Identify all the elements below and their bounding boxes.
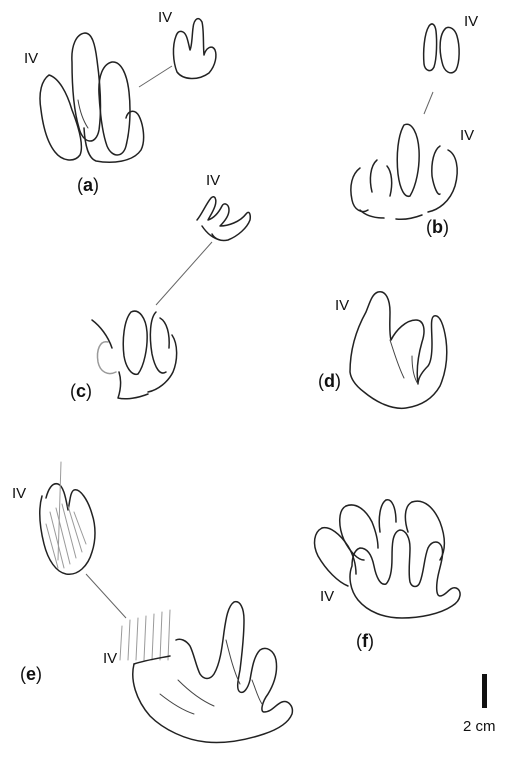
track-e-manus-hatch-6 <box>73 511 87 545</box>
digit-label-a-pes: IV <box>24 50 39 67</box>
track-f-pes-digit-4b <box>385 499 397 523</box>
track-e-manus-hatch-4 <box>61 503 77 559</box>
track-a-connector <box>138 65 173 88</box>
track-e-pes-crease-1 <box>177 679 215 707</box>
track-f-pes-digit-5 <box>404 501 413 533</box>
track-e-pes-hatch-1 <box>119 625 123 661</box>
panel-label-d-letter: d <box>324 371 335 391</box>
track-a-pes <box>39 32 145 163</box>
track-b-manus <box>422 23 460 74</box>
track-b-pes-digit-3b <box>386 165 393 197</box>
track-e-pes-hatch-4 <box>143 615 147 661</box>
track-d-pes-crease-1 <box>389 339 405 379</box>
track-d-pes-outline <box>349 291 448 410</box>
track-e-pes <box>119 600 294 744</box>
digit-label-a-manus: IV <box>158 9 173 26</box>
track-c-pes-shaded-digit <box>96 341 117 375</box>
track-a-manus <box>172 17 217 80</box>
track-e-pes-hatch-7 <box>167 609 171 661</box>
track-b-connector <box>423 91 434 115</box>
digit-label-d-pes: IV <box>335 297 350 314</box>
track-e-pes-hatch-5 <box>151 613 155 661</box>
track-e-pes-hatch-3 <box>135 617 139 661</box>
track-c-pes-digit-3 <box>122 310 148 376</box>
track-d-pes-crease-2 <box>411 355 419 385</box>
track-b-manus-digit-left <box>422 23 438 72</box>
panel-label-e: (e) <box>20 664 43 684</box>
track-e-pes-hatch-6 <box>159 611 163 661</box>
track-b-pes-digit-2 <box>350 167 369 213</box>
digit-label-b-manus: IV <box>464 13 479 30</box>
track-e-manus-hatch-7 <box>45 523 59 569</box>
track-e-pes-crease-3 <box>251 679 263 705</box>
track-f-pes-digit-3 <box>339 505 365 561</box>
panel-label-f-letter: f <box>362 631 368 651</box>
track-c-manus-lower <box>201 225 221 241</box>
track-b-pes <box>350 123 458 220</box>
track-c-pes-digit-4-right <box>159 317 170 349</box>
panel-label-a-letter: a <box>83 175 94 195</box>
track-b-manus-digit-right <box>439 26 460 74</box>
track-e-pes-crease-4 <box>159 693 195 715</box>
track-a-pes-digit-4 <box>98 61 131 156</box>
track-a-pes-digit-2 <box>39 74 83 161</box>
scale-bar <box>482 674 487 708</box>
track-e-pes-outline <box>132 600 294 744</box>
digit-label-e-pes: IV <box>103 650 118 667</box>
track-f-pes-digit-4 <box>378 499 387 533</box>
track-a-pes-crease <box>77 99 89 129</box>
track-d-pes <box>349 291 448 410</box>
track-f-pes-outline <box>349 529 461 619</box>
panel-label-f: (f) <box>356 631 374 651</box>
track-e-manus <box>39 461 96 575</box>
panel-label-d: (d) <box>318 371 341 391</box>
digit-label-e-manus: IV <box>12 485 27 502</box>
track-c-manus-outline <box>196 195 251 242</box>
track-a-manus-outline <box>172 17 217 80</box>
track-c-pes-digit-4 <box>149 311 167 374</box>
track-f-pes <box>313 499 461 619</box>
track-b-pes-outer <box>427 149 458 213</box>
track-e-manus-hatch-3 <box>55 507 71 565</box>
track-b-pes-digit-3 <box>369 159 378 193</box>
track-f-pes-digit-2 <box>313 527 349 587</box>
digit-label-f-pes: IV <box>320 588 335 605</box>
track-f-pes-digit-3-inner <box>345 504 379 549</box>
track-e-connector <box>85 573 127 619</box>
panel-label-a: (a) <box>77 175 100 195</box>
scale-bar-label: 2 cm <box>463 718 496 735</box>
track-b-pes-heel-2 <box>395 214 423 220</box>
track-c-pes-heel <box>117 371 149 400</box>
panel-label-b-letter: b <box>432 217 443 237</box>
track-c-manus <box>196 195 251 242</box>
track-b-pes-digit-5 <box>431 145 441 196</box>
track-b-pes-heel-1 <box>359 209 385 219</box>
track-e-pes-hatch-2 <box>127 619 131 661</box>
digit-label-c-manus: IV <box>206 172 221 189</box>
digit-label-b-pes: IV <box>460 127 475 144</box>
panel-label-c-letter: c <box>76 381 87 401</box>
track-e-pes-crease-2 <box>225 639 241 685</box>
track-a-pes-digit-3 <box>71 32 102 142</box>
track-c-pes-digit-5 <box>147 334 178 393</box>
track-e-manus-hatch-2 <box>49 511 65 569</box>
track-c-connector <box>155 241 213 306</box>
track-e-manus-hatch-5 <box>67 505 83 553</box>
track-e-manus-outline <box>39 482 96 575</box>
track-c-pes-digit-2 <box>91 319 113 349</box>
track-b-pes-digit-4 <box>396 123 420 198</box>
panel-label-b: (b) <box>426 217 449 237</box>
track-c-pes <box>91 310 178 400</box>
track-e-manus-hatch-1 <box>57 461 62 561</box>
panel-label-c: (c) <box>70 381 93 401</box>
track-f-pes-digit-5b <box>411 500 446 561</box>
panel-label-e-letter: e <box>26 664 37 684</box>
track-a-pes-heel <box>83 110 145 163</box>
track-e-pes-top-edge <box>133 655 171 665</box>
